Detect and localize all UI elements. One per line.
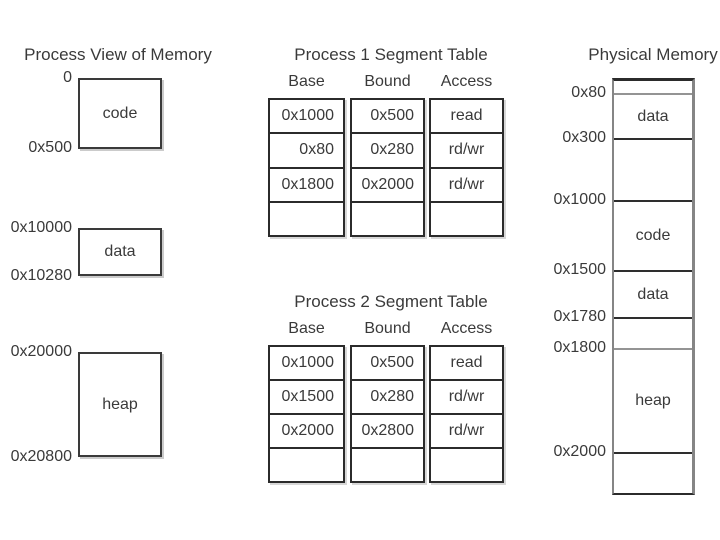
memory-region-empty-1 (614, 138, 692, 200)
table-cell: 0x500 (370, 107, 414, 125)
table-cell: 0x1500 (270, 379, 343, 413)
table-cell: rd/wr (431, 132, 502, 166)
table-cell (352, 447, 423, 481)
bound-column: 0x500 0x280 0x2000 (350, 98, 425, 237)
table-cell: 0x280 (352, 379, 423, 413)
table-cell (352, 200, 423, 235)
memory-region-empty-bottom (614, 452, 692, 493)
base-header: Base (288, 320, 325, 337)
memory-region-data-1: data (614, 93, 692, 138)
table-cell (270, 447, 343, 481)
data-segment-label: data (104, 243, 136, 260)
code-segment-label: code (102, 104, 138, 122)
access-header: Access (440, 73, 493, 90)
base-column: 0x1000 0x80 0x1800 (268, 98, 345, 237)
bound-header: Bound (364, 73, 411, 90)
phys-addr-0x80: 0x80 (571, 84, 606, 101)
table-cell: 0x1000 (281, 107, 335, 125)
bound-column: 0x500 0x280 0x2800 (350, 345, 425, 483)
process1-table-title: Process 1 Segment Table (294, 45, 488, 64)
phys-addr-0x300: 0x300 (562, 129, 606, 146)
process1-table-headers: Base Bound Access (268, 74, 504, 90)
heap-start-address: 0x20000 (10, 343, 72, 360)
data-start-address: 0x10000 (10, 219, 72, 236)
heap-segment-box: heap (78, 352, 162, 457)
process-view-title: Process View of Memory (24, 45, 212, 64)
process1-segment-table: 0x1000 0x80 0x1800 0x500 0x280 0x2000 re… (268, 98, 504, 237)
table-cell: 0x2000 (352, 166, 423, 201)
table-cell (270, 200, 343, 235)
table-cell: rd/wr (431, 379, 502, 413)
memory-region-empty-top (614, 81, 692, 93)
memory-region-code: code (614, 200, 692, 270)
table-cell: read (450, 354, 483, 371)
code-segment-box: code (78, 78, 162, 149)
table-cell: 0x2800 (352, 413, 423, 447)
table-cell: rd/wr (431, 413, 502, 447)
physical-memory-column: data code data heap (612, 78, 695, 495)
process2-table-headers: Base Bound Access (268, 321, 504, 337)
access-column: read rd/wr rd/wr (429, 98, 504, 237)
table-cell: rd/wr (431, 166, 502, 201)
data-end-address: 0x10280 (10, 267, 72, 284)
base-header: Base (288, 73, 325, 90)
phys-addr-0x1800: 0x1800 (553, 339, 607, 356)
heap-segment-label: heap (102, 395, 138, 413)
table-cell (431, 200, 502, 235)
table-cell: 0x500 (370, 354, 414, 371)
table-cell: 0x80 (270, 132, 343, 166)
access-column: read rd/wr rd/wr (429, 345, 504, 483)
bound-header: Bound (364, 320, 411, 337)
access-header: Access (440, 320, 493, 337)
data-segment-box: data (78, 228, 162, 276)
phys-addr-0x1000: 0x1000 (553, 191, 607, 208)
table-cell (431, 447, 502, 481)
process2-segment-table: 0x1000 0x1500 0x2000 0x500 0x280 0x2800 … (268, 345, 504, 483)
memory-region-heap: heap (614, 348, 692, 452)
table-cell: 0x1000 (281, 354, 335, 371)
table-cell: 0x1800 (270, 166, 343, 201)
heap-end-address: 0x20800 (10, 448, 72, 465)
phys-addr-0x1500: 0x1500 (553, 261, 607, 278)
code-start-address: 0 (63, 69, 72, 86)
phys-addr-0x1780: 0x1780 (553, 308, 607, 325)
physical-memory-title: Physical Memory (588, 45, 718, 64)
table-cell: 0x280 (352, 132, 423, 166)
phys-addr-0x2000: 0x2000 (553, 443, 607, 460)
table-cell: 0x2000 (270, 413, 343, 447)
table-cell: read (450, 107, 483, 125)
code-end-address: 0x500 (28, 139, 72, 156)
base-column: 0x1000 0x1500 0x2000 (268, 345, 345, 483)
process2-table-title: Process 2 Segment Table (294, 292, 488, 311)
memory-region-data-2: data (614, 270, 692, 317)
memory-region-empty-2 (614, 317, 692, 348)
